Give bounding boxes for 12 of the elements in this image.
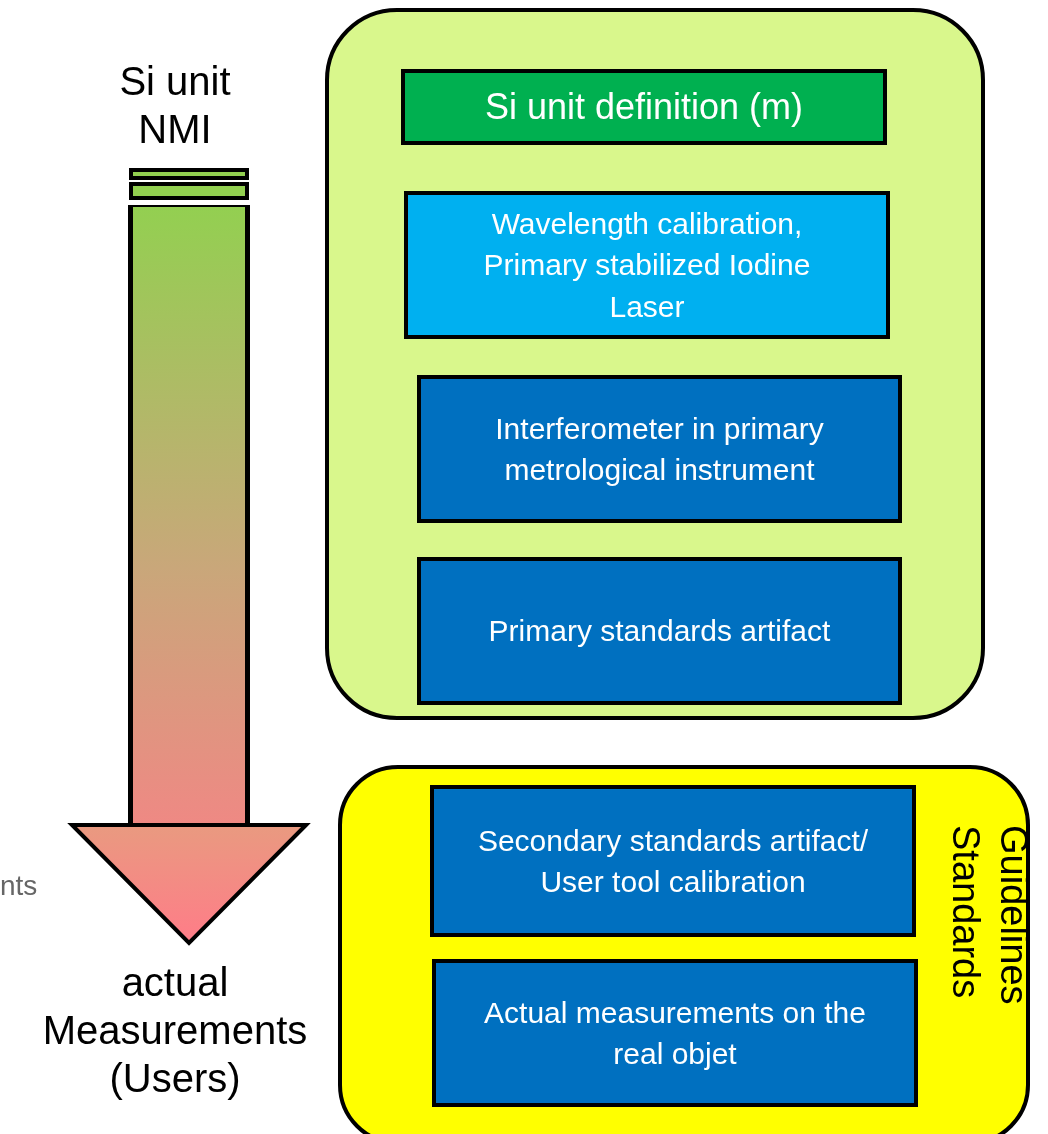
process-box: Secondary standards artifact/ User tool calibration [430,785,916,937]
group-title: Guidelines Standards [944,825,1036,1007]
group-panel [338,765,1030,1134]
process-box: Primary standards artifact [417,557,902,705]
process-box: Interferometer in primary metrological instrument [417,375,902,523]
process-box: Si unit definition (m) [401,69,887,145]
group-panel [325,8,985,720]
node-label: actual Measurements (Users) [10,945,340,1115]
note-text: nts [0,870,38,902]
process-box: Actual measurements on the real objet [432,959,918,1107]
process-box: Wavelength calibration, Primary stabilized Iodine Laser [404,191,890,339]
node-label: Si unit NMI [95,50,255,160]
